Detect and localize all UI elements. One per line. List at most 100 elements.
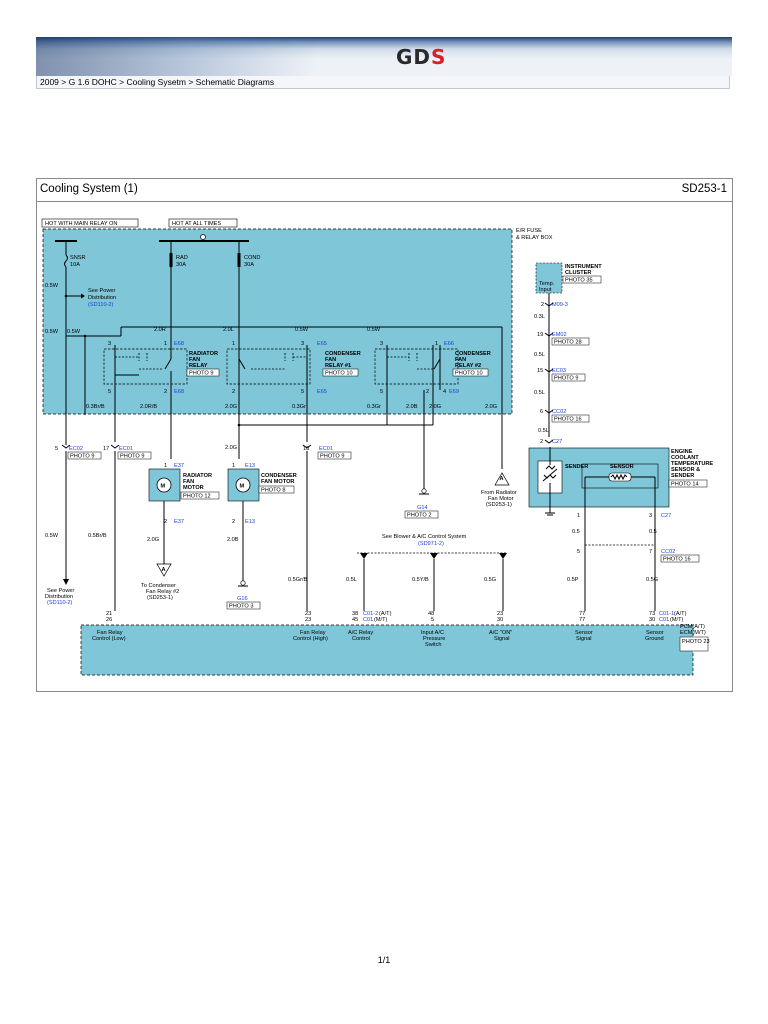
ec03-photo: PHOTO 9 [554,376,578,382]
motor-m-glyph: M [161,484,166,490]
cond-relay-1-pin-5: 5 [301,389,304,395]
photo-box-ec02 [67,451,102,460]
rad-motor-photo-box [180,491,220,500]
wire-label-05-b: 0.5 [649,529,657,535]
wire-label-05w-d: 0.5W [295,327,309,333]
sensor-pin-5: 5 [577,549,580,555]
motor-icon [235,477,251,493]
connector-ec01-b[interactable]: EC01 [319,446,333,452]
off-page-triangle [156,563,172,577]
connector-e66[interactable]: E66 [444,341,454,347]
diagram-code: SD253-1 [681,183,727,195]
radiator-relay-pin-1: 1 [164,341,167,347]
see-power-1-ref-link[interactable]: (SD110-2) [88,302,114,308]
radiator-relay-label-1: RADIATOR [189,351,218,357]
connector-ec02[interactable]: EC02 [69,446,83,452]
cluster-photo: PHOTO 35 [565,278,593,284]
er-fuse-relay-box [42,228,513,415]
connector-e37-bottom[interactable]: E37 [174,519,184,525]
hot-all-times-box [168,218,238,228]
fuse-rad-name: RAD [176,255,188,261]
wire-label-20b-b: 2.0B [227,537,239,543]
cond-motor-photo-box [258,485,295,494]
cc02-photo-box-b [660,554,700,563]
cc02-photo-a: PHOTO 16 [554,417,582,423]
cond-relay-1-label-2: FAN [325,357,336,363]
cond-relay-2-pin-1: 1 [435,341,438,347]
connector-e68-top[interactable]: E68 [174,341,184,347]
photo-box-ec01-a [117,451,152,460]
wiring-schematic: .t{font-size:5.6px;fill:#000;} .tb{font-… [41,218,713,676]
title-divider [37,201,732,202]
connector-e68-bottom[interactable]: E68 [174,389,184,395]
rad-motor-label-3: MOTOR [183,485,204,491]
radiator-relay-pin-3: 3 [108,341,111,347]
page-number: 1/1 [377,955,391,965]
fuse-rad-rating: 30A [176,262,186,268]
pcm-ecm-box [80,624,694,676]
ground-g14[interactable]: G14 [417,505,428,511]
ground-g16[interactable]: G16 [237,596,248,602]
cond-relay-2-photo-box [452,368,489,377]
photo-ec01-b: PHOTO 9 [320,454,344,460]
connector-c01-2[interactable]: C01-2 [363,611,378,617]
hot-all-times-label: HOT AT ALL TIMES [172,221,221,227]
em02-photo: PHOTO 28 [554,340,582,346]
condenser-relay-2-internals [386,345,441,390]
connector-c27-bottom[interactable]: C27 [661,513,671,519]
pcm-ac-on-1: A/C "ON" [489,630,512,636]
connector-c27-top[interactable]: C27 [552,439,562,445]
to-condenser-line3: (SD253-1) [147,595,173,601]
schematic-frame: Cooling System (1) SD253-1 .t{font-size:… [36,178,733,692]
radiator-relay-photo-box [186,368,220,377]
pcm-pin-5: 5 [431,617,434,623]
pin-c27-top: 2 [540,439,543,445]
connector-c01-mt[interactable]: C01 [363,617,373,623]
connector-marks [544,302,554,444]
ect-photo-box [668,479,708,488]
pcm-pin-48: 48 [428,611,434,617]
off-page-triangle [494,472,510,486]
photo-ec02: PHOTO 9 [70,454,94,460]
pcm-pin-23-b: 23 [305,617,311,623]
see-blower-ref-link[interactable]: (SD971-2) [418,541,444,547]
connector-em02[interactable]: EM02 [552,332,567,338]
wire-label-05w-f: 0.5W [45,533,59,539]
connector-e13-top[interactable]: E13 [245,463,255,469]
connector-ec03[interactable]: EC03 [552,368,566,374]
connector-e65-bottom[interactable]: E65 [317,389,327,395]
wire-label-05l-3: 0.5L [538,428,549,434]
pcm-pin-77-b: 77 [579,617,585,623]
ground-icon [240,580,246,586]
ect-label-2: COOLANT [671,455,699,461]
rad-motor-pin-1: 1 [164,463,167,469]
header-swoosh [36,37,366,76]
sensor-pin-3: 3 [649,513,652,519]
connector-e69[interactable]: E69 [449,389,459,395]
pcm-pin-30-b: 30 [649,617,655,623]
breadcrumb: 2009 > G 1.6 DOHC > Cooling Sysetm > Sch… [36,76,730,89]
connector-e65-top[interactable]: E65 [317,341,327,347]
connector-c01-1[interactable]: C01-1 [659,611,674,617]
connector-cc02-a[interactable]: CC02 [552,409,566,415]
cond-motor-pin-2: 2 [232,519,235,525]
pcm-ac-input-1: Input A/C [421,630,444,636]
temp-input-line2: Input [539,287,552,293]
radiator-relay-photo: PHOTO 9 [189,371,213,377]
connector-e37-top[interactable]: E37 [174,463,184,469]
see-power-2-ref-link[interactable]: (SD110-2) [47,600,73,606]
cond-relay-1-label-3: RELAY #1 [325,363,351,369]
connector-e13-bottom[interactable]: E13 [245,519,255,525]
thermistor-icon [542,447,558,493]
cond-motor-label-2: FAN MOTOR [261,479,294,485]
pcm-photo-box [679,636,709,652]
pcm-pin-73: 73 [649,611,655,617]
logo-letter-g: G [396,45,414,69]
cond-relay-1-label-1: CONDENSER [325,351,361,357]
splice-dot [237,423,241,427]
connector-cc02-b[interactable]: CC02 [661,549,675,555]
connector-ec01-a[interactable]: EC01 [119,446,133,452]
connector-m09[interactable]: M09-3 [552,302,568,308]
c01-2-suffix: (A/T) [379,611,392,617]
connector-c01-mt-b[interactable]: C01 [659,617,669,623]
